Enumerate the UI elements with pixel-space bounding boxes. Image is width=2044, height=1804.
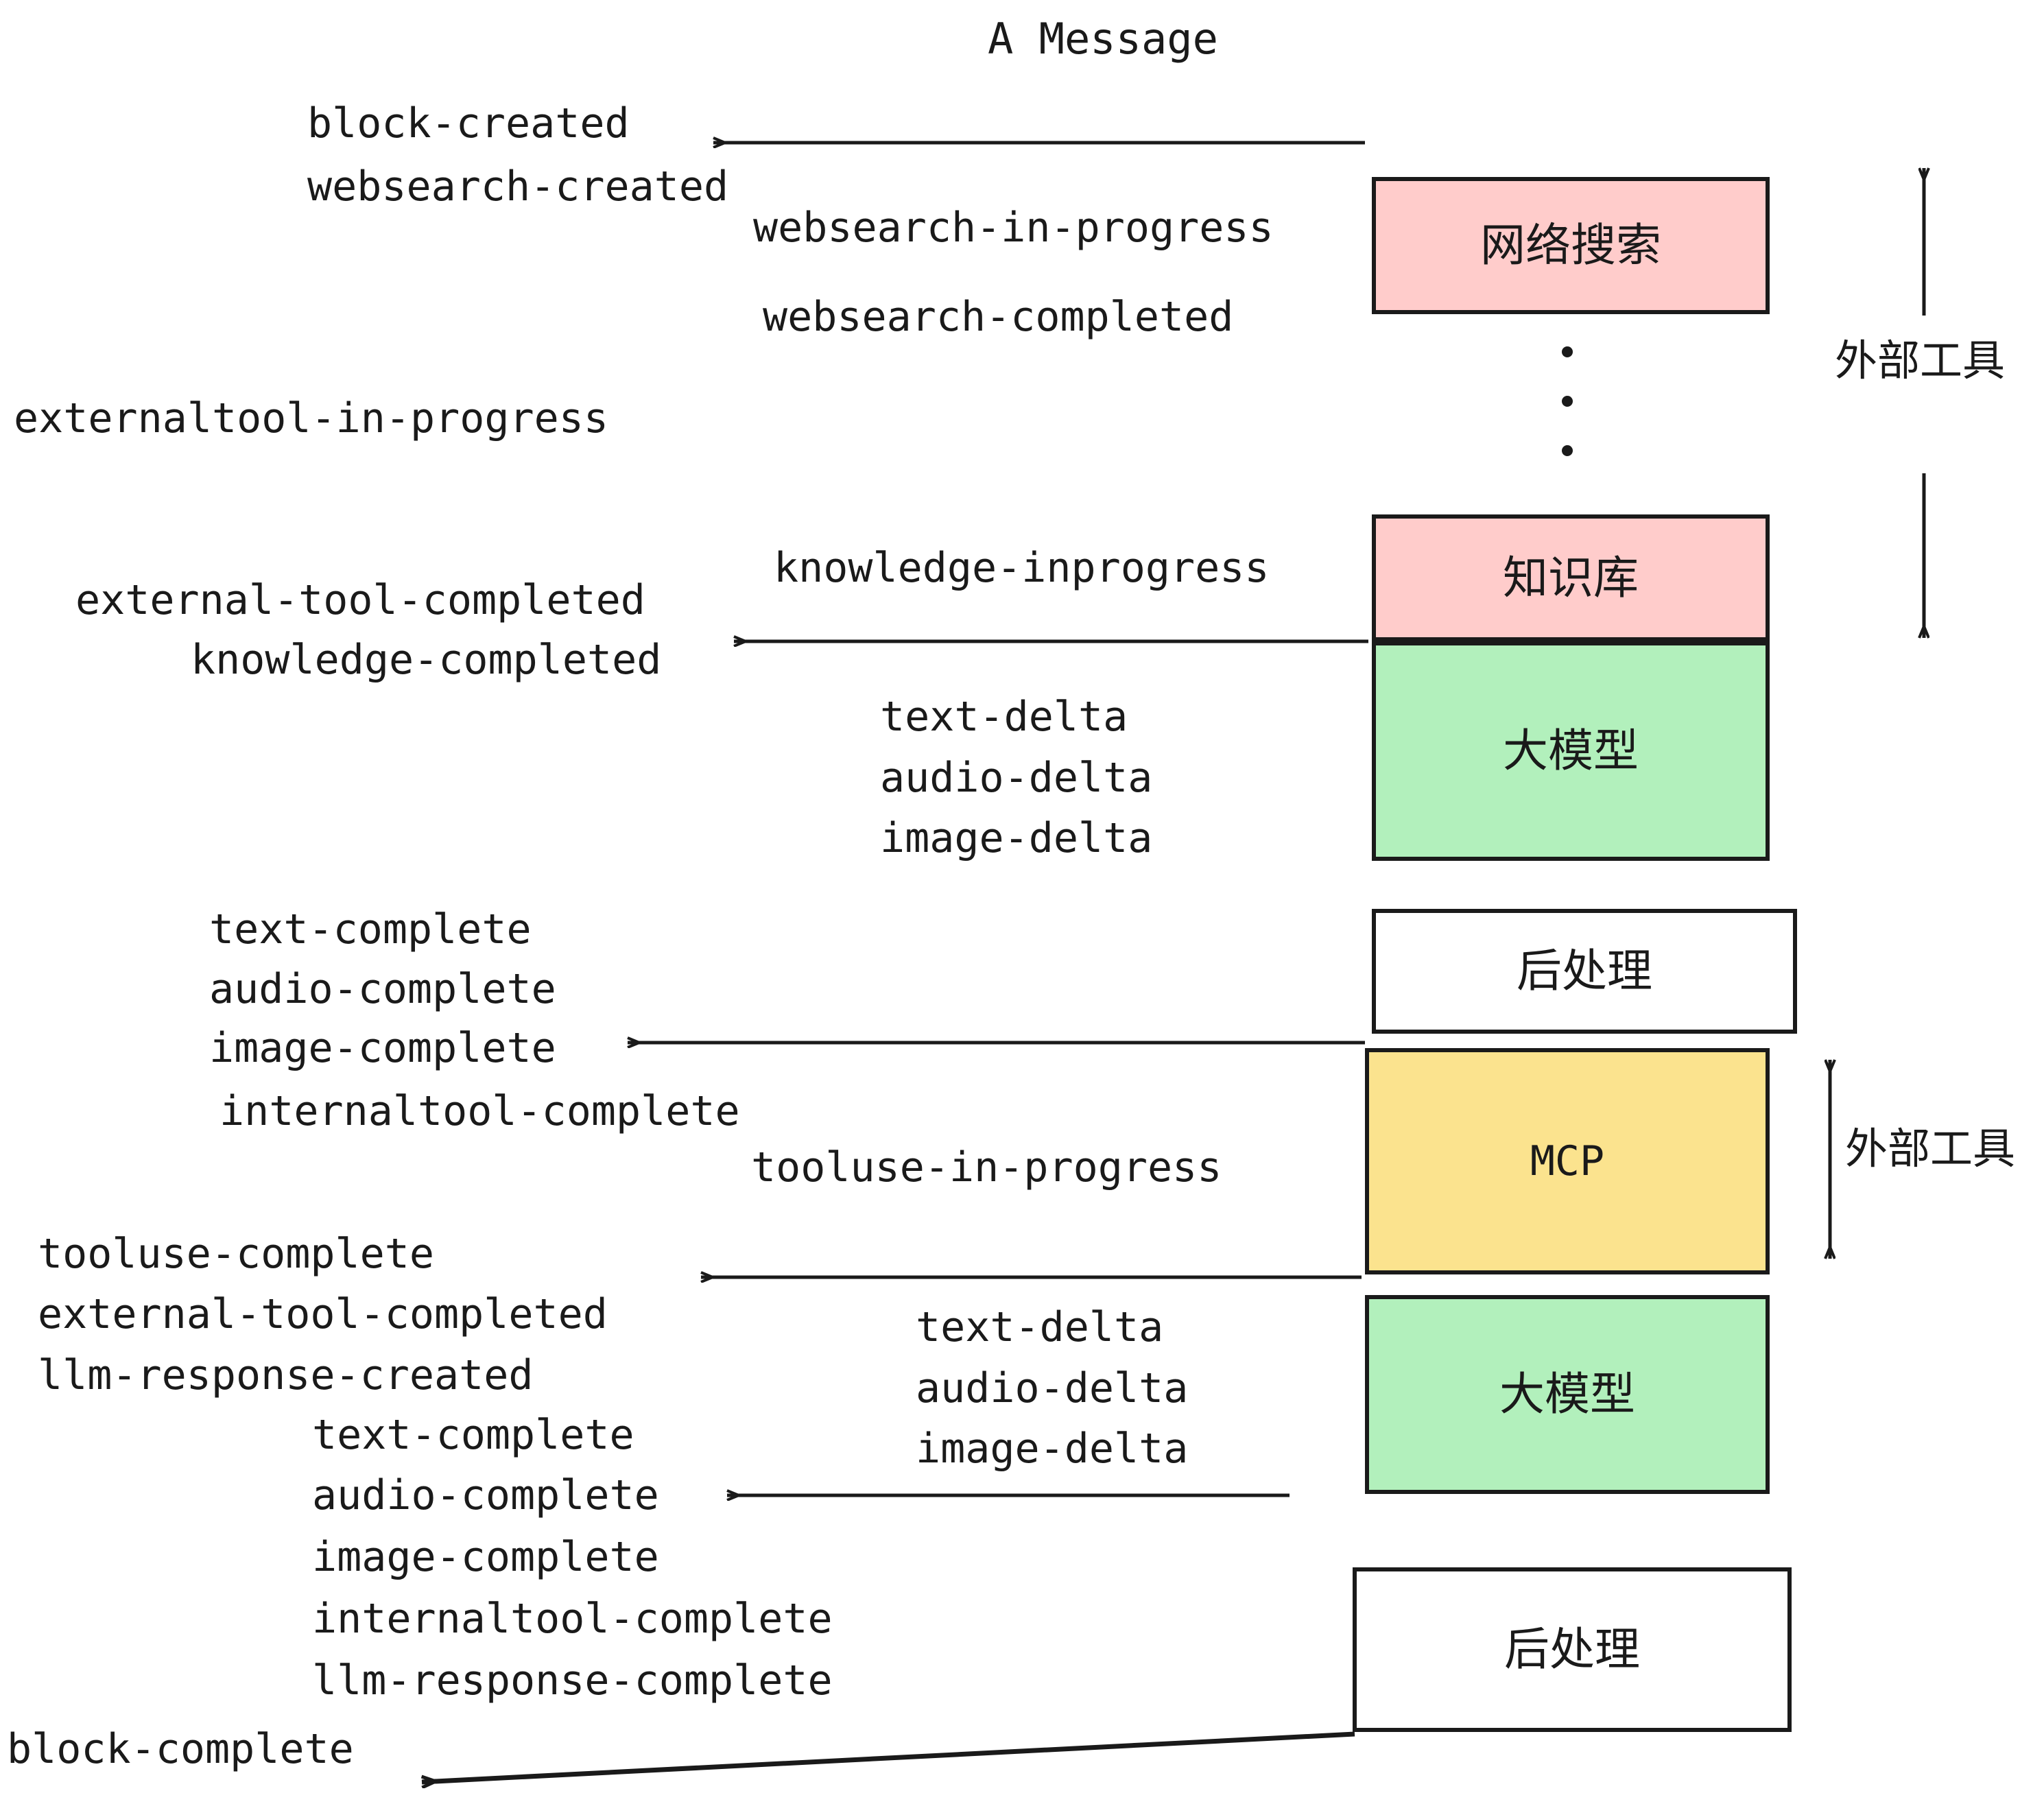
event-image-complete-2: image-complete <box>312 1533 659 1581</box>
event-external-tool-completed-2: external-tool-completed <box>38 1290 608 1338</box>
event-internaltool-complete-1: internaltool-complete <box>219 1087 740 1135</box>
box-postprocess-1-label: 后处理 <box>1517 945 1652 997</box>
event-image-complete-1: image-complete <box>209 1024 556 1072</box>
event-text-complete-2: text-complete <box>312 1411 634 1459</box>
vertical-ellipsis-icon <box>1561 346 1573 456</box>
event-image-delta-1: image-delta <box>880 814 1153 862</box>
event-block-complete: block-complete <box>7 1725 354 1773</box>
event-audio-delta-1: audio-delta <box>880 754 1153 802</box>
event-text-delta-2: text-delta <box>916 1303 1164 1351</box>
box-llm-1-label: 大模型 <box>1503 724 1639 777</box>
event-knowledge-inprogress: knowledge-inprogress <box>774 544 1270 592</box>
side-label-external-tools-bottom: 外部工具 <box>1845 1124 2016 1174</box>
box-mcp-label: MCP <box>1530 1137 1605 1185</box>
box-llm-2[interactable]: 大模型 <box>1365 1295 1770 1494</box>
event-audio-delta-2: audio-delta <box>916 1364 1189 1412</box>
box-llm-2-label: 大模型 <box>1499 1368 1635 1421</box>
event-internaltool-complete-2: internaltool-complete <box>312 1595 833 1643</box>
event-text-delta-1: text-delta <box>880 693 1128 741</box>
event-knowledge-completed: knowledge-completed <box>191 636 662 684</box>
event-text-complete-1: text-complete <box>209 905 532 953</box>
box-websearch-label: 网络搜索 <box>1480 219 1661 272</box>
arrow-block-complete <box>422 1731 1355 1782</box>
page-title: A Message <box>988 14 1218 64</box>
event-websearch-completed: websearch-completed <box>763 293 1234 341</box>
event-tooluse-complete: tooluse-complete <box>38 1230 434 1278</box>
event-external-tool-completed-1: external-tool-completed <box>75 576 645 624</box>
event-externaltool-in-progress: externaltool-in-progress <box>14 394 608 442</box>
event-image-delta-2: image-delta <box>916 1425 1189 1473</box>
event-audio-complete-1: audio-complete <box>209 965 556 1013</box>
box-knowledge[interactable]: 知识库 <box>1372 514 1770 641</box>
box-knowledge-label: 知识库 <box>1503 551 1639 604</box>
event-llm-response-created: llm-response-created <box>38 1351 534 1399</box>
box-websearch[interactable]: 网络搜索 <box>1372 177 1770 314</box>
event-websearch-created: websearch-created <box>307 163 729 211</box>
box-llm-1[interactable]: 大模型 <box>1372 641 1770 861</box>
event-audio-complete-2: audio-complete <box>312 1471 659 1519</box>
box-mcp[interactable]: MCP <box>1365 1048 1770 1274</box>
event-llm-response-complete: llm-response-complete <box>312 1657 833 1705</box>
box-postprocess-2-label: 后处理 <box>1504 1623 1640 1676</box>
event-websearch-in-progress: websearch-in-progress <box>753 204 1274 252</box>
box-postprocess-1[interactable]: 后处理 <box>1372 909 1797 1034</box>
side-label-external-tools-top: 外部工具 <box>1835 335 2006 385</box>
event-block-created: block-created <box>307 99 630 147</box>
box-postprocess-2[interactable]: 后处理 <box>1353 1567 1792 1732</box>
event-tooluse-in-progress: tooluse-in-progress <box>751 1143 1222 1191</box>
